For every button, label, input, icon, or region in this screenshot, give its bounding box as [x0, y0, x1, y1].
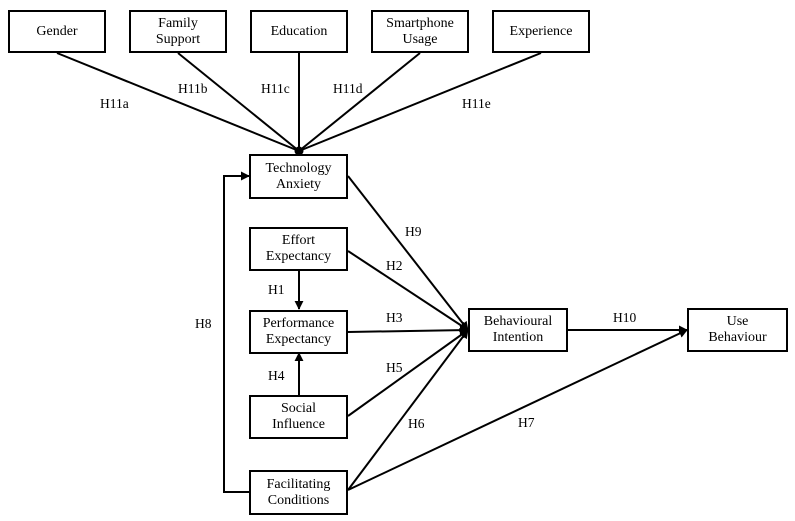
label-h5: H5 [386, 360, 403, 375]
label-h6: H6 [408, 416, 425, 431]
edge-h7 [347, 329, 688, 491]
label-h7: H7 [518, 415, 535, 430]
edge-gender-anxiety [56, 52, 300, 152]
edge-h3 [347, 325, 469, 335]
label-h11a: H11a [100, 96, 129, 111]
edge-smartphone-anxiety [298, 52, 421, 152]
label-h11d: H11d [333, 81, 363, 96]
edge-family-anxiety [177, 52, 300, 152]
moderator-junction-dot [294, 146, 304, 156]
node-performance-expectancy: Performance Expectancy [249, 310, 348, 354]
label-h4: H4 [268, 368, 285, 383]
node-smartphone-usage: Smartphone Usage [371, 10, 469, 53]
label-h3: H3 [386, 310, 403, 325]
label-h11c: H11c [261, 81, 290, 96]
label-h2: H2 [386, 258, 403, 273]
edge-h8 [223, 171, 250, 493]
node-technology-anxiety: Technology Anxiety [249, 154, 348, 199]
label-h9: H9 [405, 224, 422, 239]
edge-h6 [347, 329, 469, 491]
label-h8: H8 [195, 316, 212, 331]
node-effort-expectancy: Effort Expectancy [249, 227, 348, 271]
node-facilitating-conditions: Facilitating Conditions [249, 470, 348, 515]
edge-h5 [347, 329, 469, 417]
edge-h2 [347, 250, 469, 331]
node-gender: Gender [8, 10, 106, 53]
node-experience: Experience [492, 10, 590, 53]
edge-experience-anxiety [298, 52, 542, 152]
label-h11e: H11e [462, 96, 491, 111]
node-education: Education [250, 10, 348, 53]
label-h10: H10 [613, 310, 636, 325]
node-use-behaviour: Use Behaviour [687, 308, 788, 352]
edge-h9 [347, 175, 469, 331]
node-behavioural-intention: Behavioural Intention [468, 308, 568, 352]
label-h1: H1 [268, 282, 285, 297]
node-social-influence: Social Influence [249, 395, 348, 439]
label-h11b: H11b [178, 81, 208, 96]
node-family-support: Family Support [129, 10, 227, 53]
